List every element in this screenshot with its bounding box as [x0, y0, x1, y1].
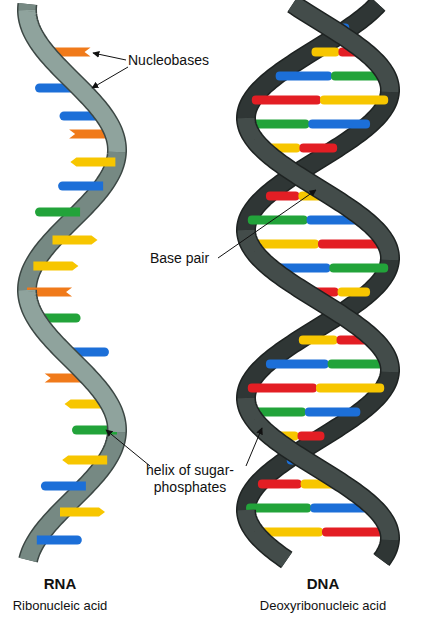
nucleobase — [37, 536, 82, 545]
dna-backbone — [246, 118, 390, 260]
base-pair — [276, 72, 387, 81]
nucleobase — [33, 262, 78, 271]
nucleobase — [305, 408, 360, 417]
dna-backbone — [381, 538, 390, 560]
dna-backbone — [246, 230, 390, 372]
rna-backbone-edge — [27, 290, 117, 432]
callout-label: Base pair — [150, 250, 230, 267]
dna-backbone-edge — [246, 398, 390, 540]
dna-backbone-edge — [246, 230, 390, 372]
base-pair — [248, 384, 384, 393]
strand-subtitle: Deoxyribonucleic acid — [243, 598, 403, 614]
dna-backbone-edge — [381, 538, 390, 560]
base-pair — [250, 408, 361, 417]
nucleobase — [299, 144, 337, 153]
nucleobase — [299, 336, 338, 345]
dna-backbone-edge — [293, 4, 390, 92]
nucleobase — [316, 384, 384, 393]
dna-backbone — [293, 4, 390, 92]
dna-backbone-edge — [246, 510, 287, 560]
base-pair — [252, 96, 388, 105]
base-pair — [247, 120, 370, 129]
strand-title: RNA — [10, 575, 110, 593]
nucleobase — [329, 264, 388, 273]
nucleobase — [266, 192, 299, 201]
nucleobase — [258, 480, 302, 489]
nucleobase — [41, 482, 86, 491]
rna-backbone — [27, 150, 117, 292]
leader-line — [93, 53, 126, 60]
dna-backbone-edge — [246, 118, 390, 260]
nucleobase — [298, 432, 325, 441]
callout-label: Nucleobases — [128, 52, 228, 69]
callout-label: helix of sugar-phosphates — [125, 462, 255, 496]
nucleobase — [58, 182, 103, 191]
dna-backbone — [246, 398, 390, 540]
nucleobase — [276, 72, 332, 81]
nucleobase — [70, 158, 115, 167]
strand-subtitle: Ribonucleic acid — [0, 598, 120, 614]
nucleobase — [52, 236, 97, 245]
nucleobase — [308, 120, 370, 129]
rna-backbone — [27, 290, 117, 432]
base-pair — [255, 528, 390, 537]
nucleobase — [62, 456, 107, 465]
backbone-back — [27, 4, 390, 560]
nucleobase — [60, 508, 105, 517]
base-pair — [250, 240, 387, 249]
leader-line — [218, 190, 316, 258]
strand-title: DNA — [268, 575, 378, 593]
nucleobase — [35, 208, 80, 217]
dna-backbone — [246, 510, 287, 560]
nucleobase — [266, 360, 329, 369]
rna-backbone-edge — [27, 150, 117, 292]
rna-backbone — [28, 430, 117, 560]
leader-line — [92, 67, 128, 88]
leader-lines — [92, 53, 316, 466]
base-pair — [266, 360, 389, 369]
rna-backbone-edge — [28, 430, 117, 560]
nucleobase — [338, 288, 370, 297]
nucleobase — [248, 384, 317, 393]
leader-line — [106, 430, 150, 466]
nucleobase — [320, 96, 388, 105]
backbone-front — [27, 4, 390, 560]
nucleobase — [312, 48, 340, 57]
leader-line — [246, 428, 262, 466]
base-pair — [246, 504, 374, 513]
nucleobase — [252, 96, 321, 105]
